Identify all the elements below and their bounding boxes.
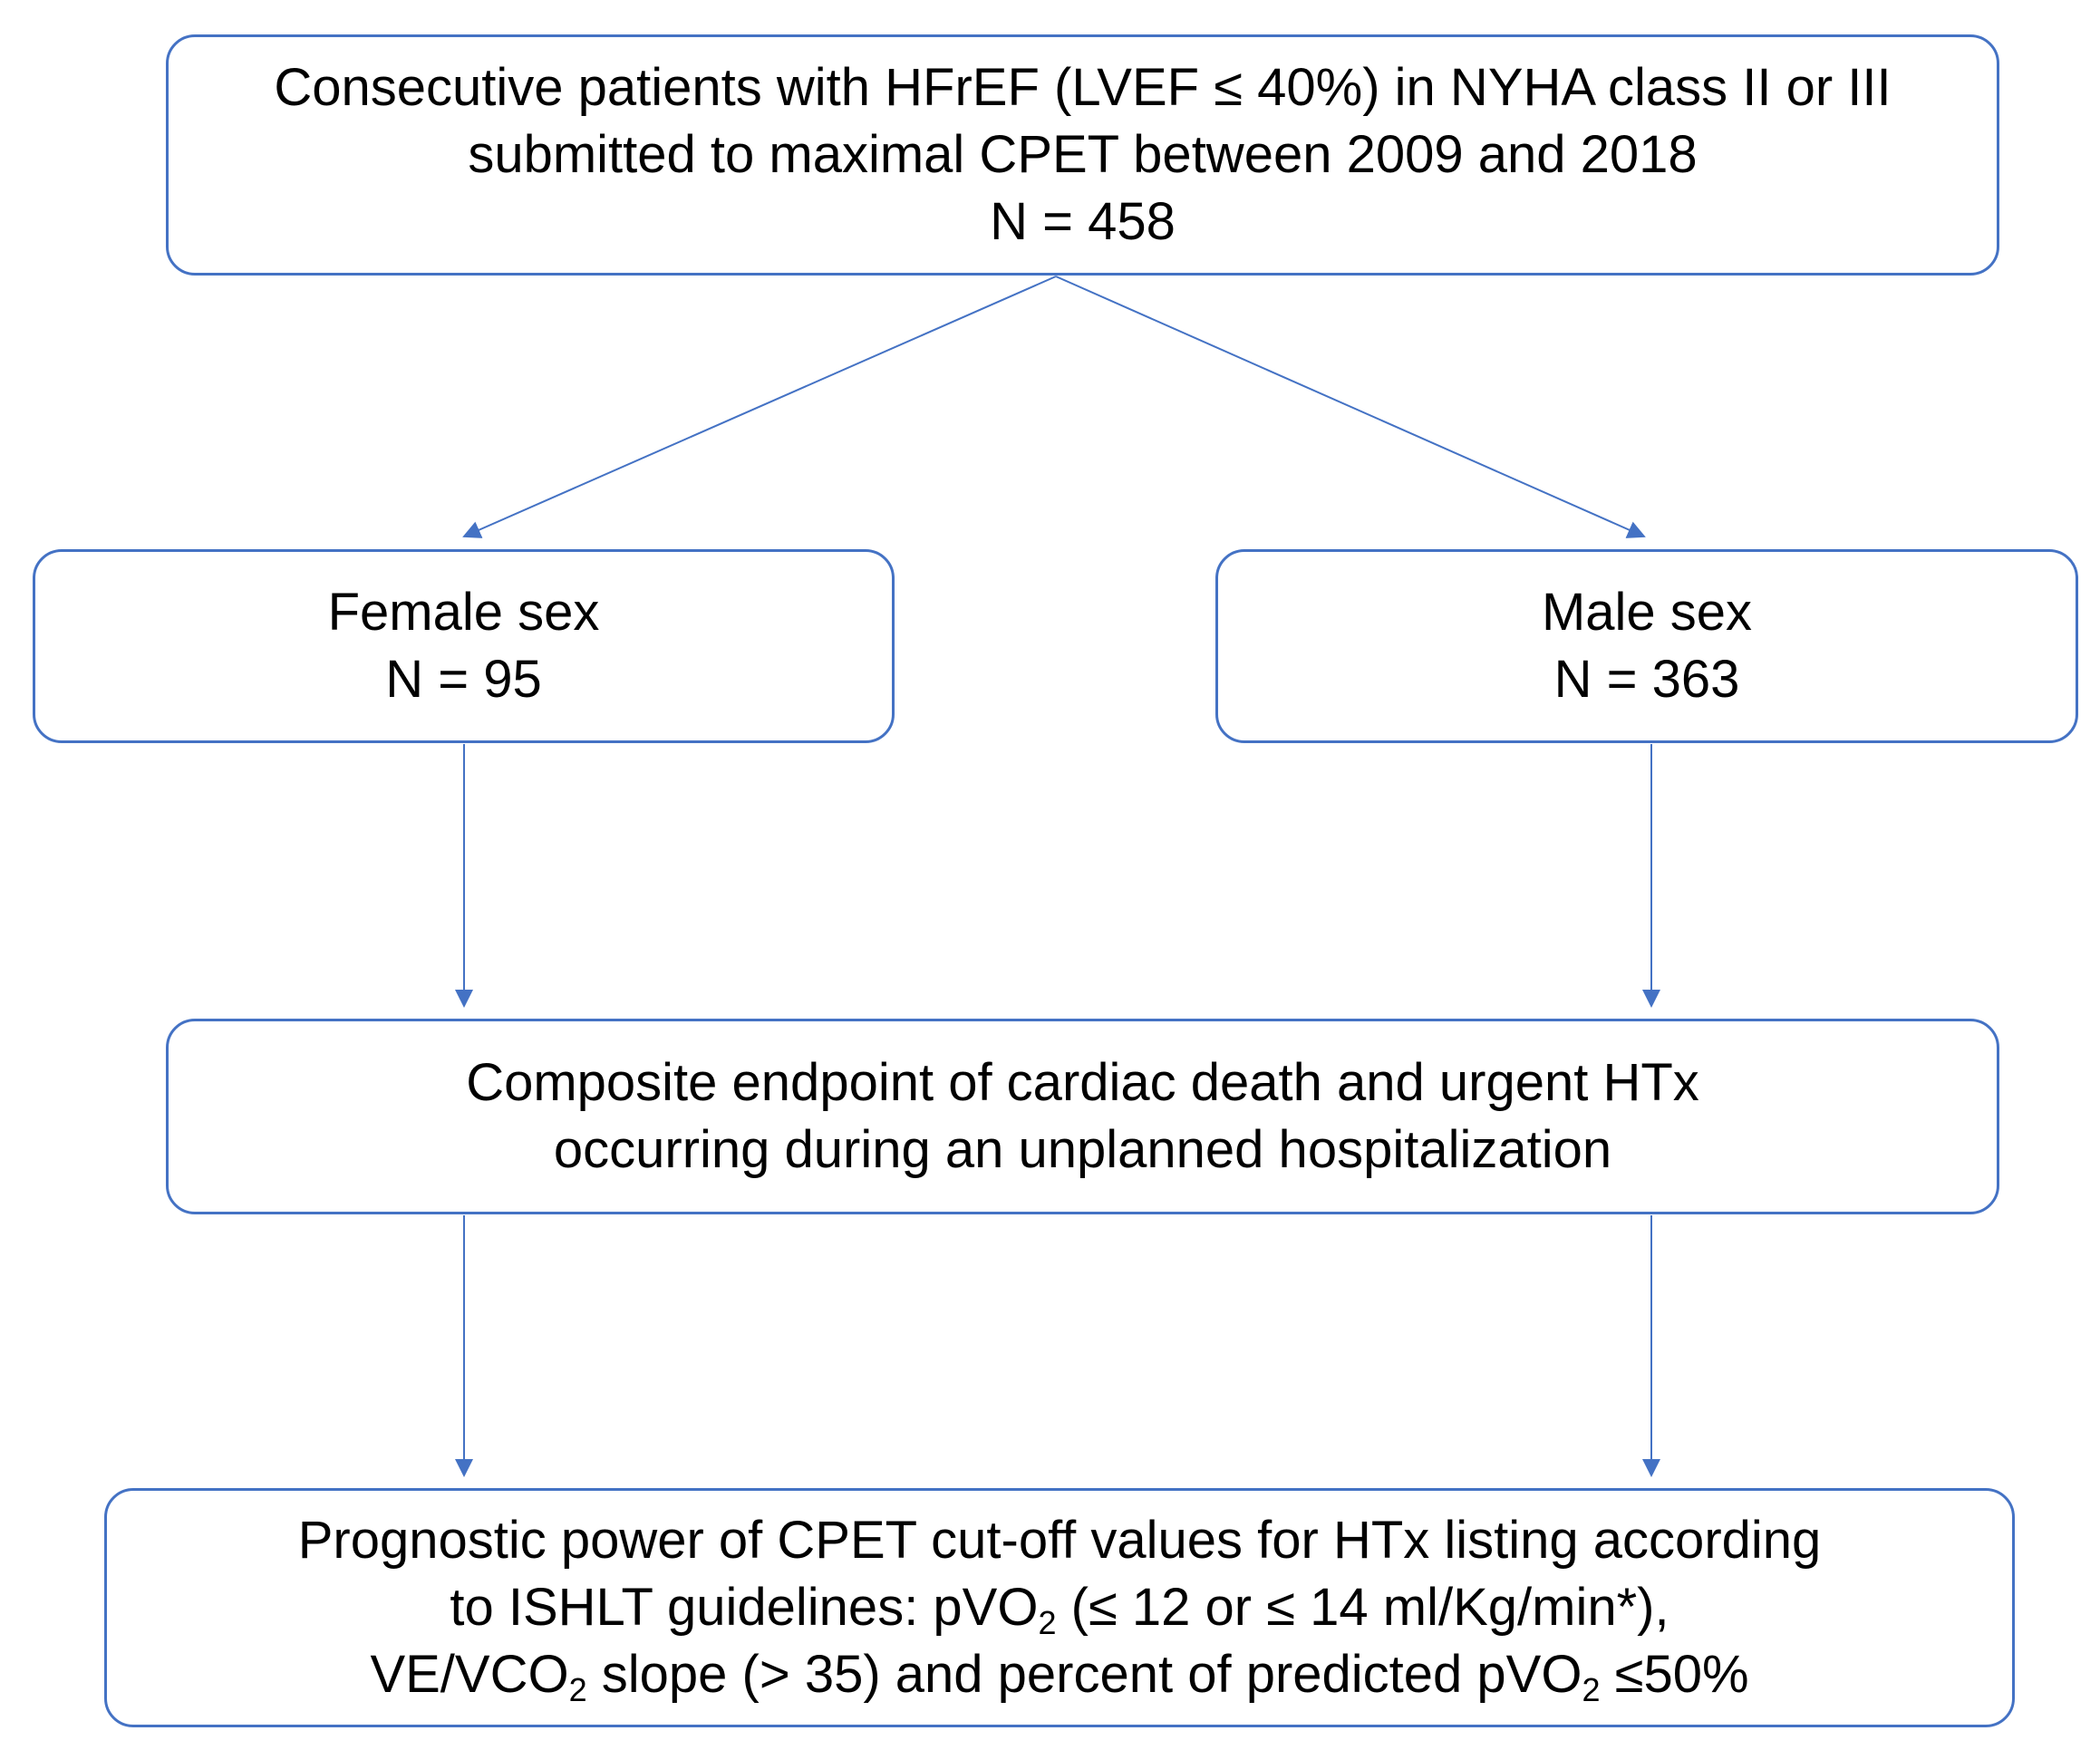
outcome-line-3-part-c: ≤50% xyxy=(1600,1645,1749,1704)
endpoint-line-1: Composite endpoint of cardiac death and … xyxy=(466,1053,1699,1112)
outcome-line-3: VE/VCO2 slope (> 35) and percent of pred… xyxy=(370,1641,1748,1708)
cohort-count: N = 458 xyxy=(990,192,1176,251)
cohort-description-line-2: submitted to maximal CPET between 2009 a… xyxy=(468,125,1698,184)
arrow-cohort-to-female xyxy=(462,276,1057,538)
subscript-2: 2 xyxy=(1038,1604,1057,1641)
outcome-line-1: Prognostic power of CPET cut-off values … xyxy=(297,1511,1822,1570)
outcome-box: Prognostic power of CPET cut-off values … xyxy=(104,1488,2015,1727)
outcome-line-3-part-b: slope (> 35) and percent of predicted pV… xyxy=(586,1645,1582,1704)
female-label: Female sex xyxy=(327,583,600,642)
male-box: Male sex N = 363 xyxy=(1215,549,2078,743)
male-count: N = 363 xyxy=(1553,650,1740,709)
cohort-box: Consecutive patients with HFrEF (LVEF ≤ … xyxy=(166,34,1999,276)
female-box: Female sex N = 95 xyxy=(33,549,895,743)
endpoint-line-2: occurring during an unplanned hospitaliz… xyxy=(553,1120,1612,1179)
male-label: Male sex xyxy=(1541,583,1753,642)
outcome-line-3-part-a: VE/VCO xyxy=(370,1645,569,1704)
female-count: N = 95 xyxy=(385,650,542,709)
outcome-line-2-rest: (≤ 12 or ≤ 14 ml/Kg/min*), xyxy=(1056,1578,1669,1637)
endpoint-box: Composite endpoint of cardiac death and … xyxy=(166,1019,1999,1214)
arrow-cohort-to-male xyxy=(1055,276,1646,538)
subscript-2: 2 xyxy=(1582,1671,1601,1708)
outcome-line-2-text: to ISHLT guidelines: pVO xyxy=(450,1578,1039,1637)
subscript-2: 2 xyxy=(568,1671,587,1708)
cohort-description-line-1: Consecutive patients with HFrEF (LVEF ≤ … xyxy=(274,58,1892,117)
outcome-line-2: to ISHLT guidelines: pVO2 (≤ 12 or ≤ 14 … xyxy=(450,1574,1669,1641)
